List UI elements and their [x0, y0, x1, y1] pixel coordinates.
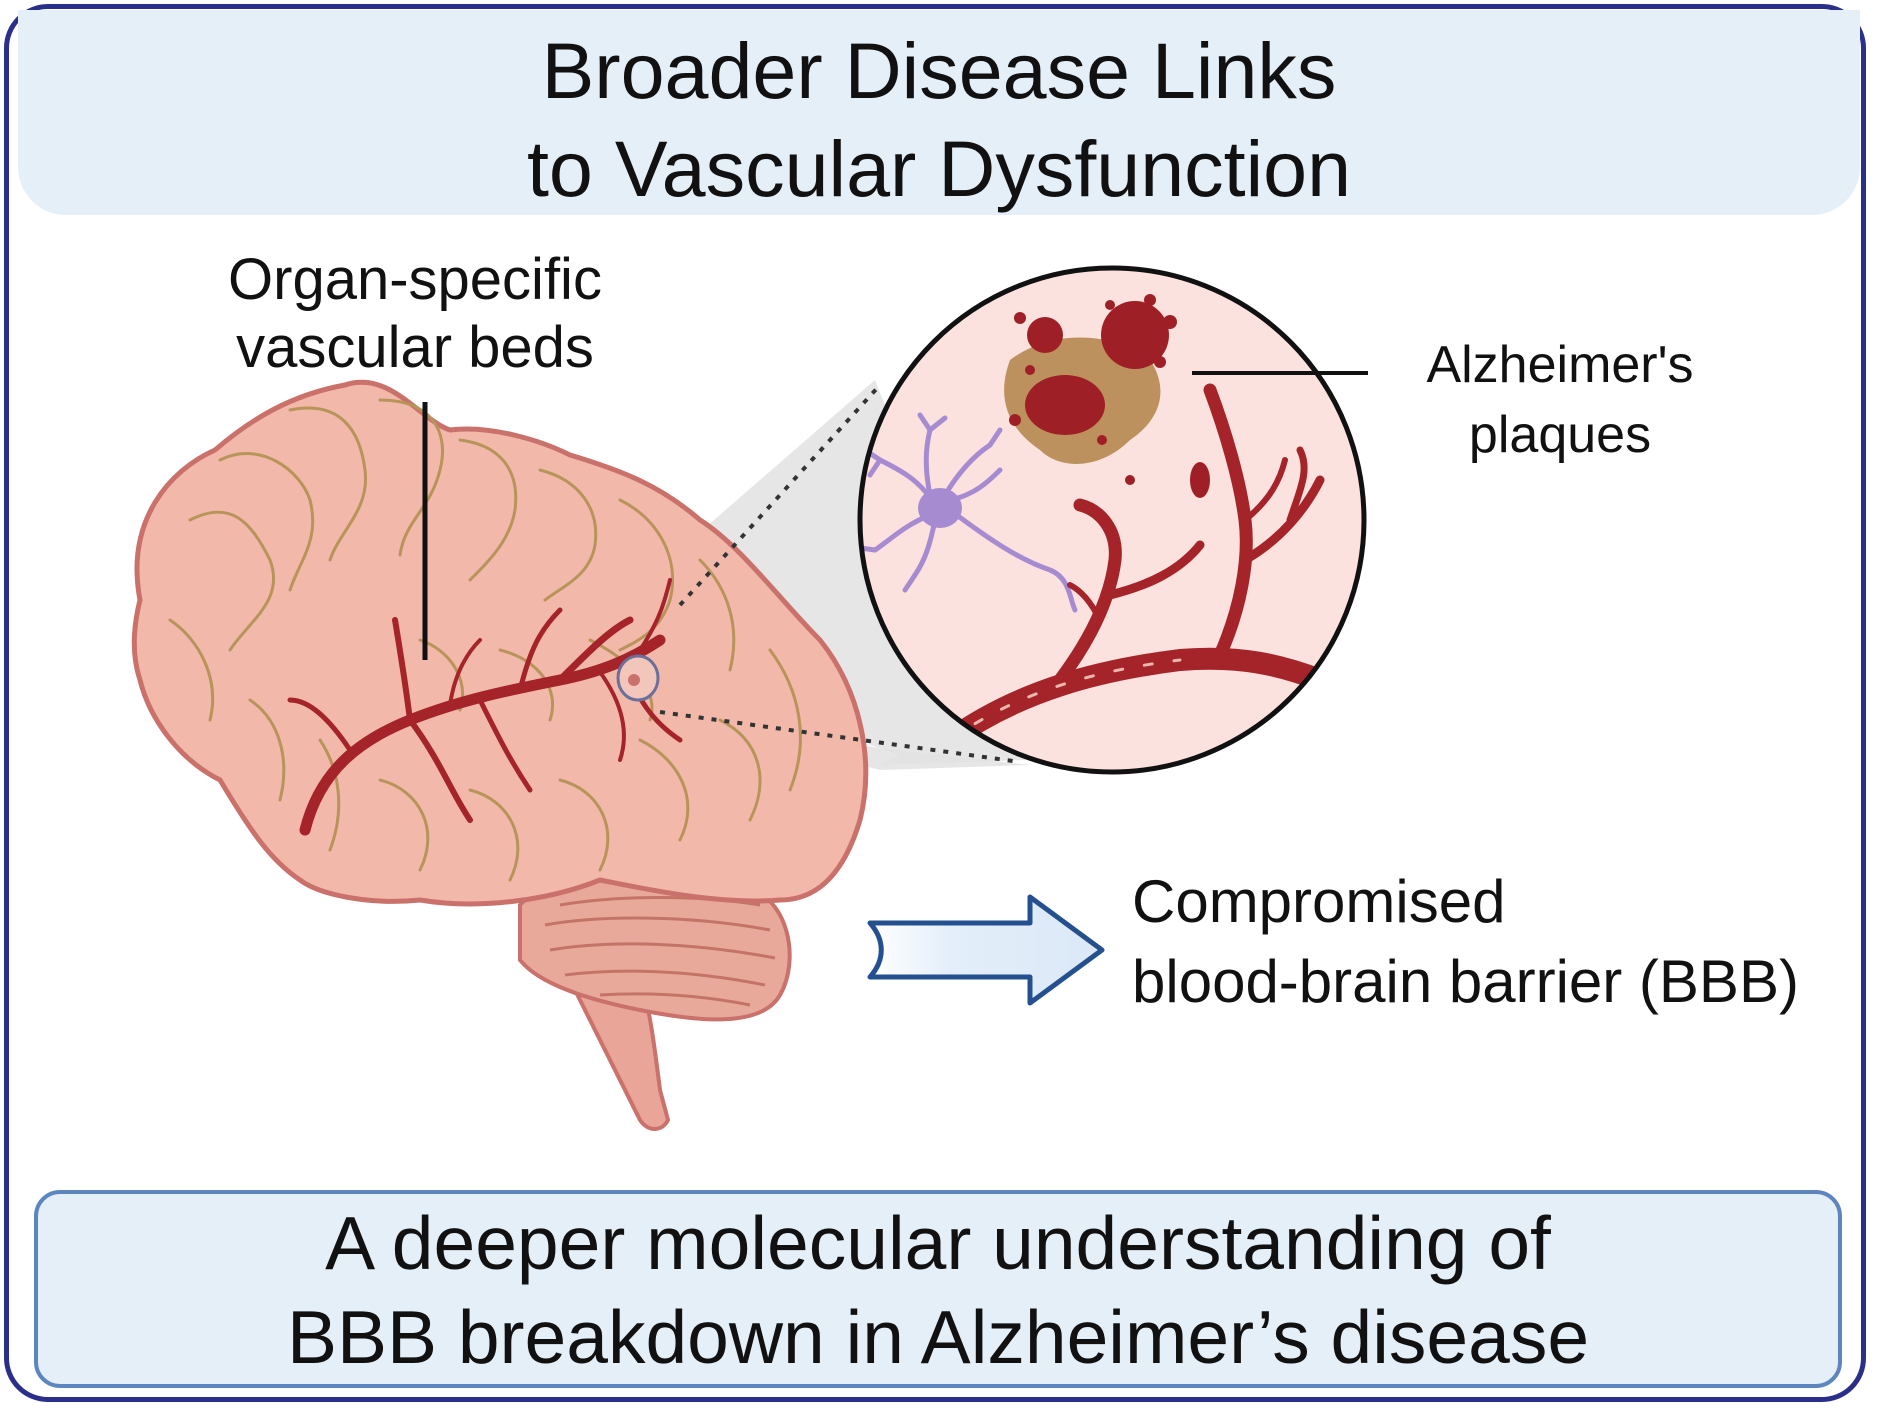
title-line-1: Broader Disease Links: [541, 26, 1337, 115]
label-organ-line-1: Organ-specific: [228, 247, 602, 312]
title-line-2: to Vascular Dysfunction: [526, 124, 1352, 213]
conclusion-box: A deeper molecular understanding of BBB …: [34, 1190, 1842, 1388]
zoom-projection-lower: [660, 715, 1030, 770]
brain-vessels: [287, 578, 683, 836]
projection-line-upper: [678, 383, 882, 607]
neuron-body: [918, 488, 962, 528]
conclusion-line-2: BBB breakdown in Alzheimer’s disease: [286, 1295, 1590, 1379]
brainstem: [572, 972, 671, 1131]
label-organ-line-2: vascular beds: [236, 315, 594, 380]
brain-icon: [131, 379, 869, 1131]
blood-vessel-icon: [939, 383, 1331, 751]
label-bbb-line-1: Compromised: [1132, 868, 1506, 935]
right-arrow-icon: [867, 894, 1105, 1006]
projection-line-lower: [659, 710, 1021, 764]
label-organ-specific-vascular-beds: Organ-specific vascular beds: [160, 246, 670, 382]
label-plaques-line-1: Alzheimer's: [1426, 336, 1694, 394]
zoom-region-dot: [628, 674, 640, 686]
conclusion-line-1: A deeper molecular understanding of: [325, 1201, 1551, 1285]
zoom-circle-icon: [857, 265, 1367, 775]
label-bbb-line-2: blood-brain barrier (BBB): [1132, 948, 1799, 1015]
label-alzheimers-plaques: Alzheimer's plaques: [1370, 330, 1750, 470]
label-plaques-line-2: plaques: [1468, 406, 1652, 464]
title-banner: Broader Disease Links to Vascular Dysfun…: [18, 10, 1860, 215]
plaque-icon: [1004, 294, 1210, 498]
label-compromised-bbb: Compromised blood-brain barrier (BBB): [1132, 862, 1881, 1022]
cerebrum: [131, 379, 869, 907]
